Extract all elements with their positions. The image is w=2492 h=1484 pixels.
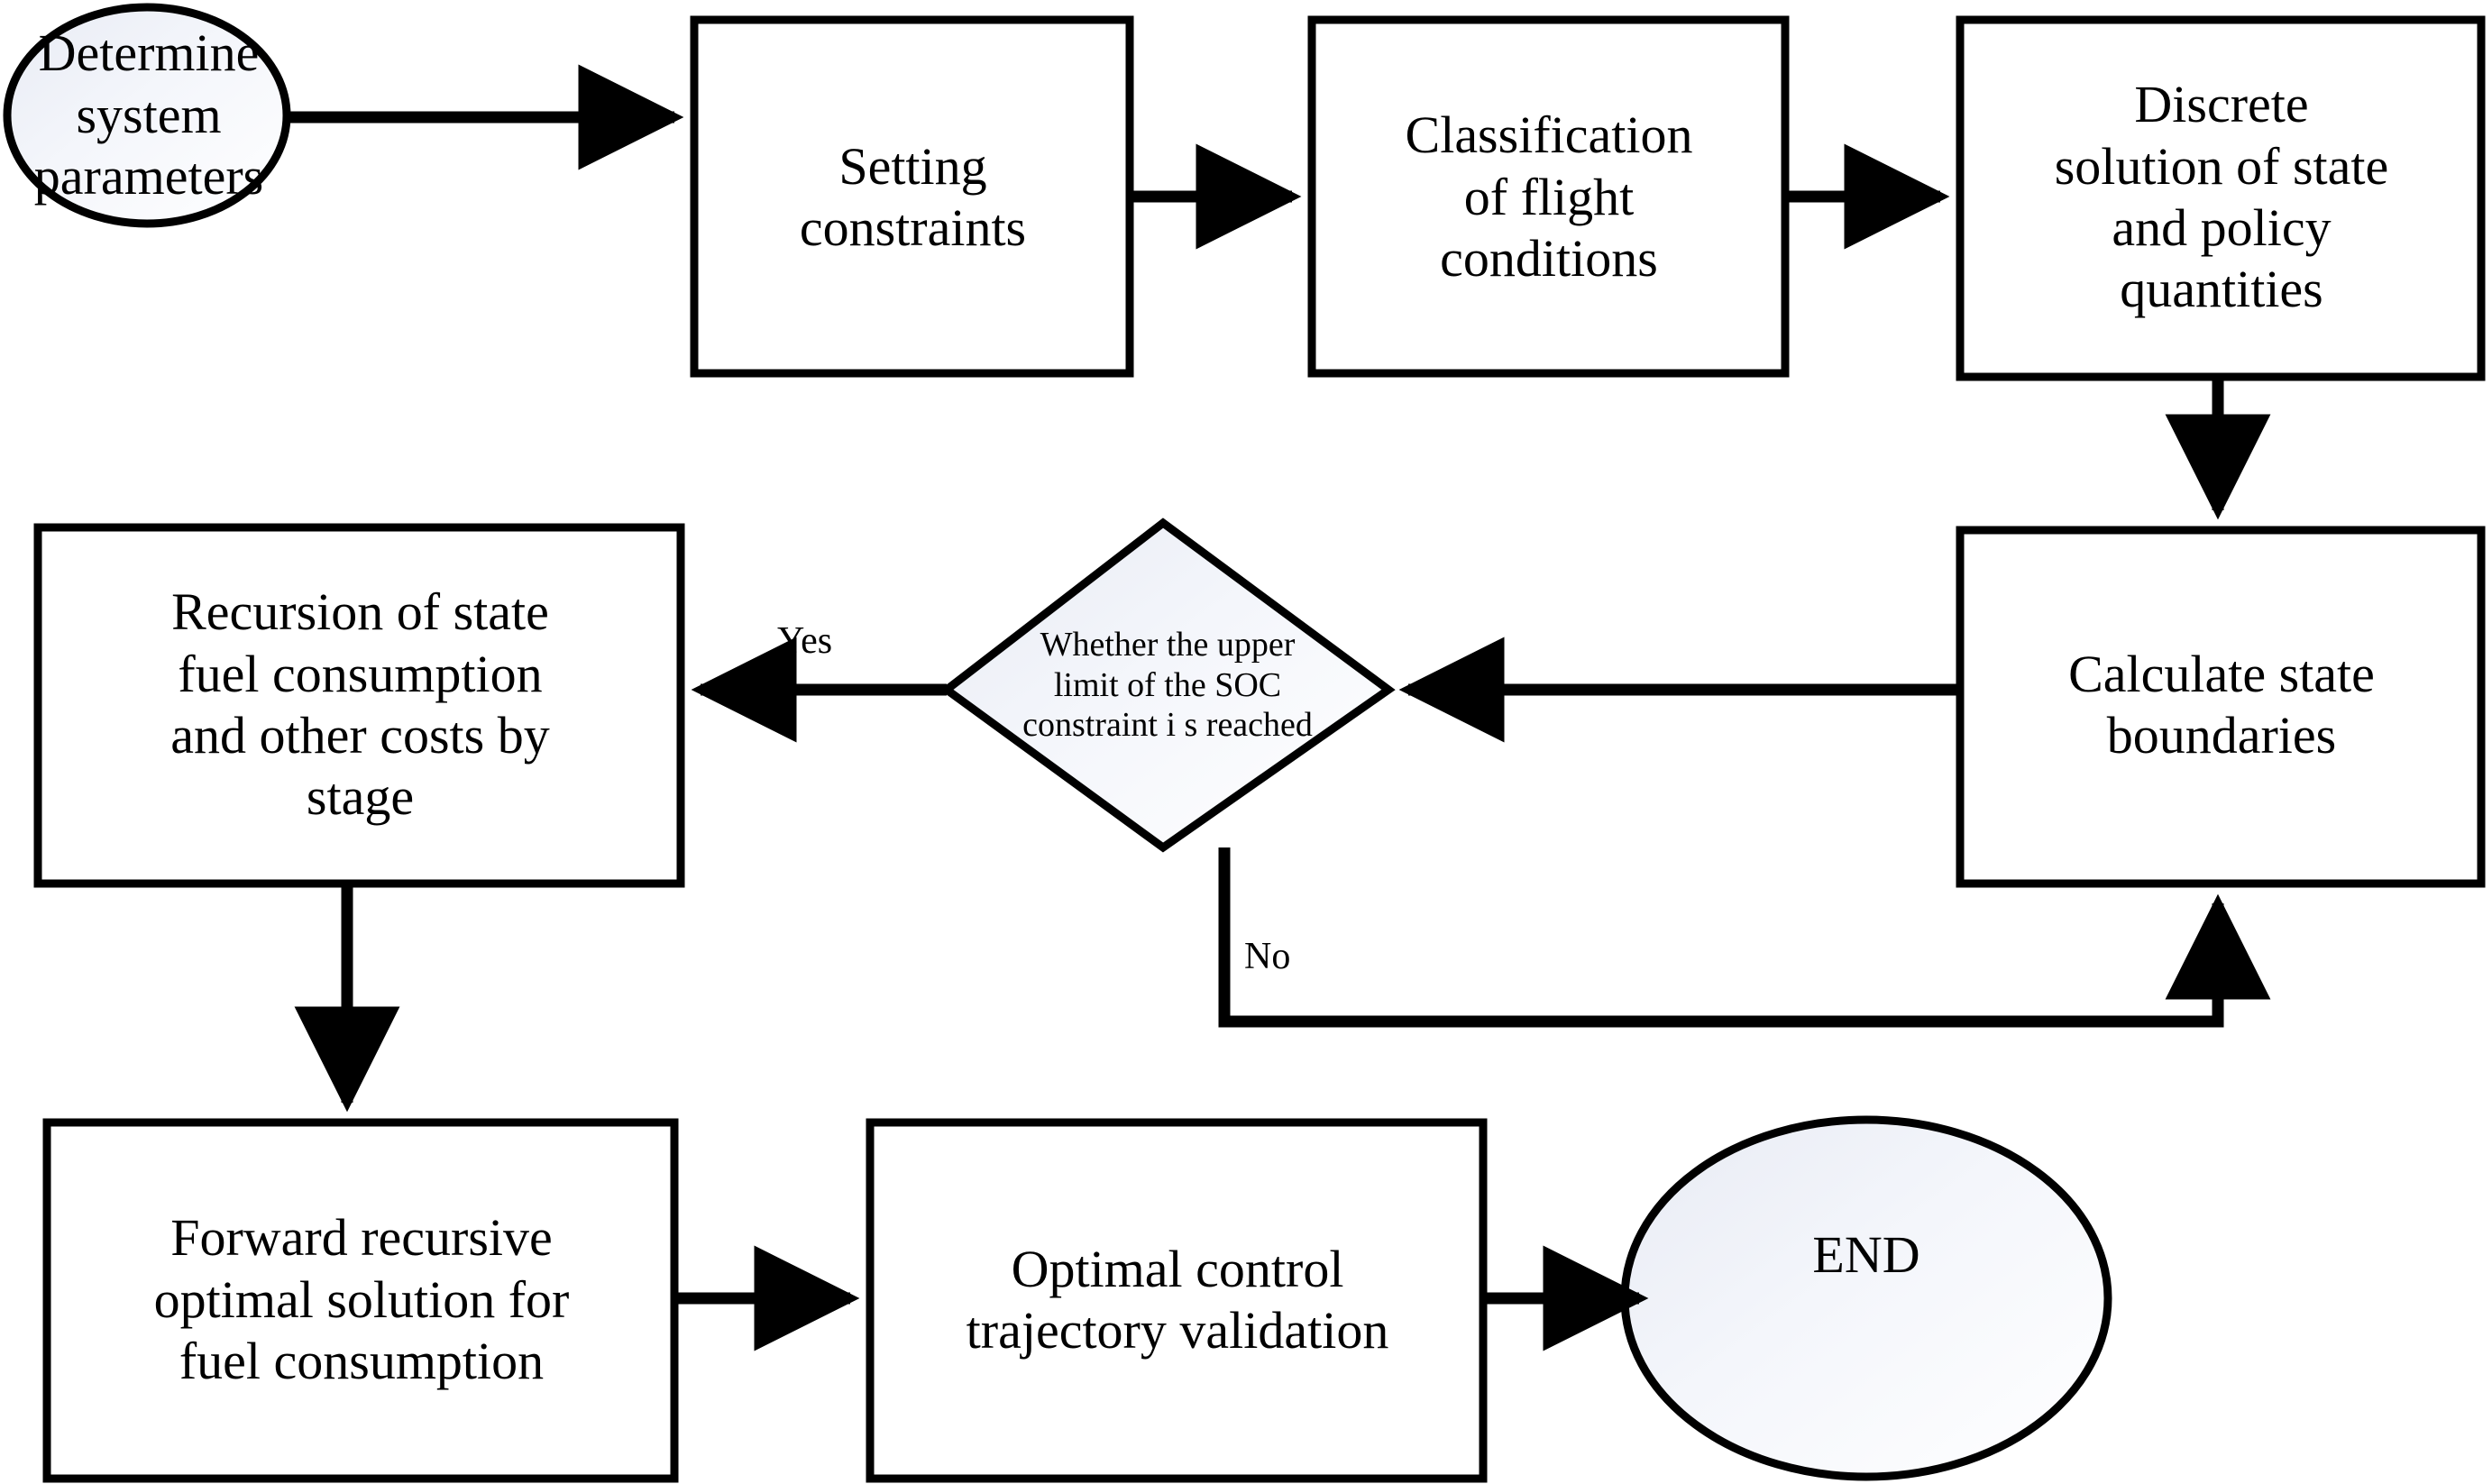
node-setting-constraints-shape[interactable] bbox=[690, 15, 1134, 378]
node-recursion-stage-shape[interactable] bbox=[33, 523, 685, 888]
node-optimal-control-validation-shape[interactable] bbox=[866, 1118, 1488, 1483]
node-forward-recursive-shape[interactable] bbox=[42, 1118, 679, 1483]
node-calculate-state-boundaries-shape[interactable] bbox=[1956, 526, 2486, 888]
node-discrete-solution-shape[interactable] bbox=[1956, 15, 2486, 381]
edge-label-no: No bbox=[1244, 936, 1291, 977]
node-decision-soc-shape[interactable] bbox=[939, 518, 1396, 853]
node-start-shape[interactable] bbox=[3, 3, 291, 228]
node-classification-shape[interactable] bbox=[1307, 15, 1790, 378]
node-end-shape[interactable] bbox=[1620, 1115, 2112, 1481]
edge-decision-to-calculate-no bbox=[1218, 847, 2271, 1028]
edge-label-yes: Yes bbox=[777, 620, 833, 662]
